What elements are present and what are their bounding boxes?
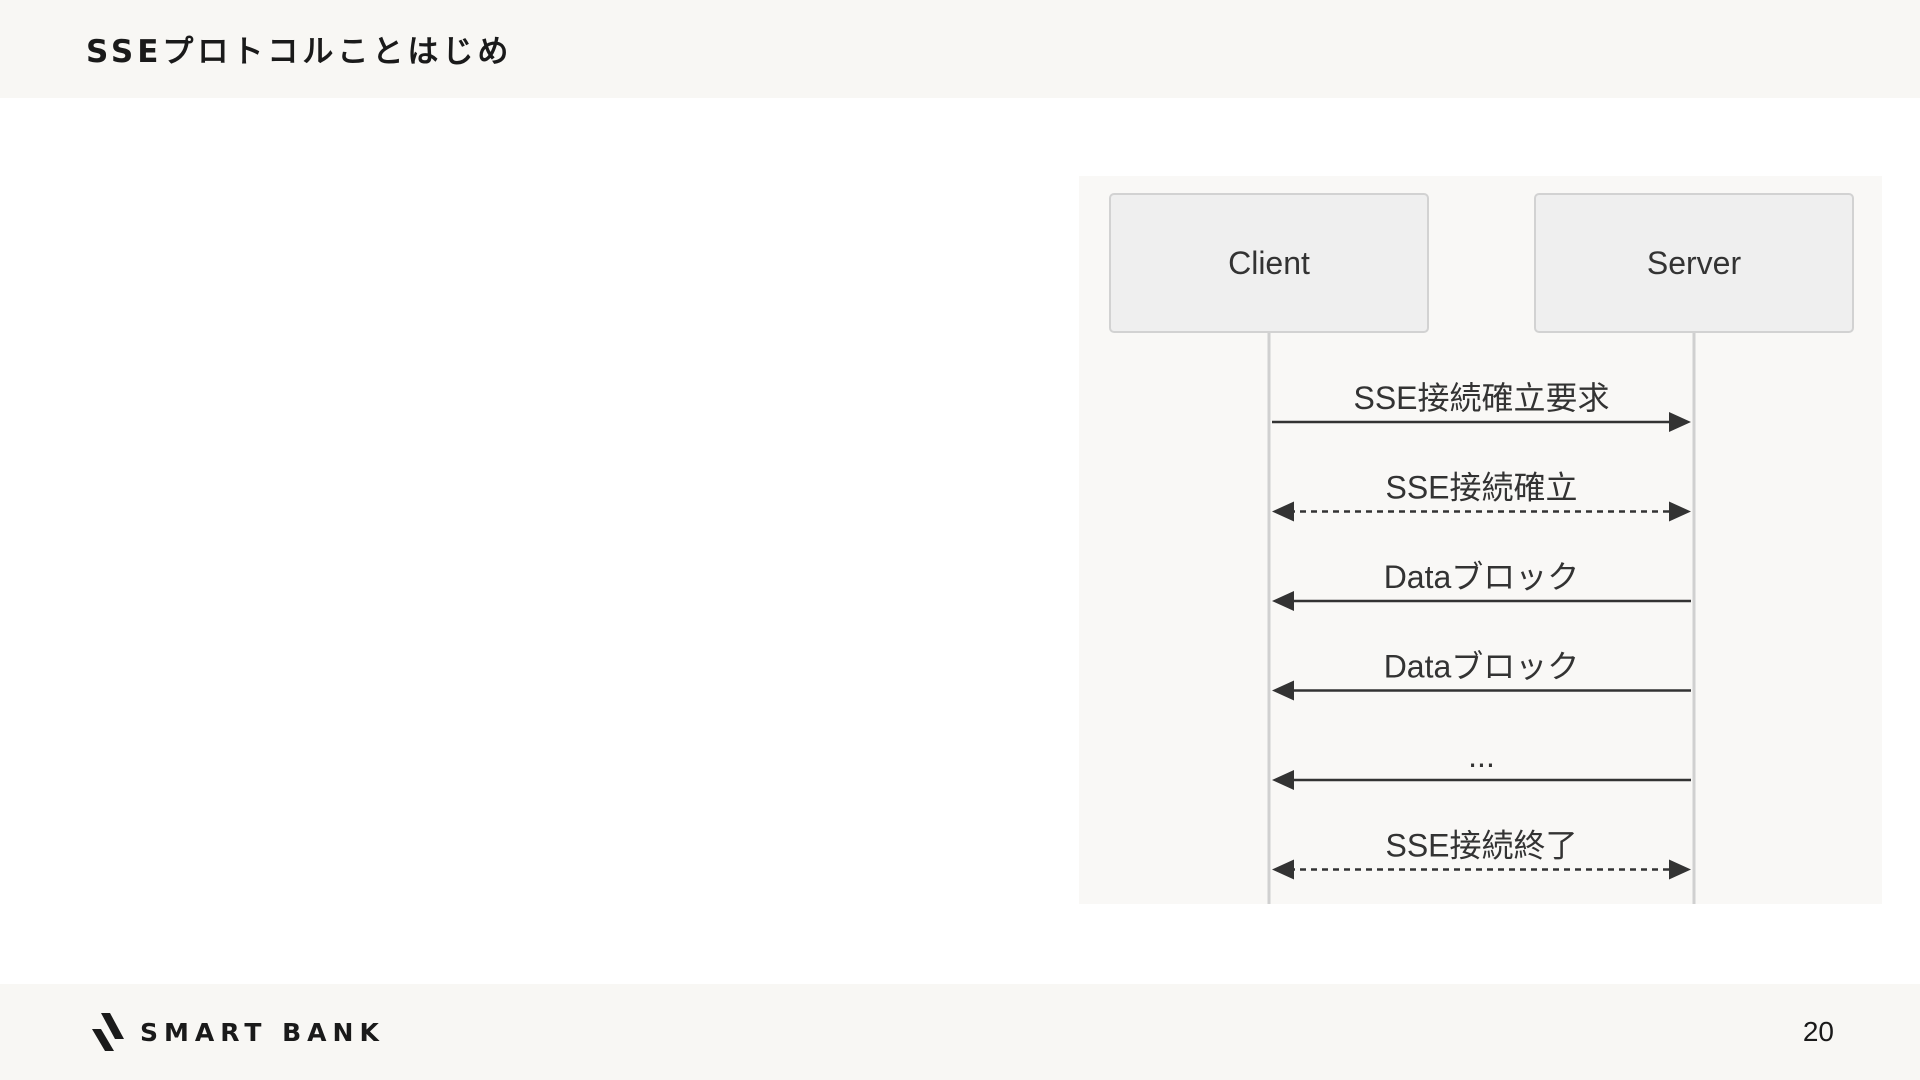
page-number: 20 — [1802, 1016, 1834, 1047]
lifelines-layer — [1267, 332, 1696, 904]
sequence-diagram: Client Server SSE接続確立要求 SSE接続確立 Dataブロック Dat… — [1079, 176, 1882, 904]
participant-label-client: Client — [1228, 245, 1310, 281]
participant-label-server: Server — [1647, 245, 1742, 281]
arrow-head-reverse-6 — [1669, 859, 1691, 880]
smartbank-logo-icon — [92, 1013, 124, 1051]
logo-text: SMART BANK — [140, 1017, 385, 1047]
message-label-2: SSE接続確立 — [1385, 470, 1577, 506]
arrow-head-5 — [1272, 770, 1294, 790]
message-label-4: Dataブロック — [1384, 649, 1580, 685]
message-label-5: ... — [1468, 738, 1495, 774]
header-bar: SSEプロトコルことはじめ — [0, 0, 1920, 98]
arrow-head-reverse-2 — [1669, 501, 1691, 522]
arrow-head-2 — [1272, 501, 1294, 522]
arrow-head-1 — [1669, 412, 1691, 432]
arrow-head-6 — [1272, 859, 1294, 880]
participant-box-client — [1109, 193, 1429, 333]
participants-layer: Client Server — [1109, 193, 1854, 333]
slide-title: SSEプロトコルことはじめ — [86, 34, 513, 70]
messages-layer: SSE接続確立要求 SSE接続確立 Dataブロック Dataブロック... SSE接続… — [1272, 380, 1691, 880]
arrow-head-4 — [1272, 680, 1294, 701]
sequence-diagram-canvas: Client Server SSE接続確立要求 SSE接続確立 Dataブロック Dat… — [1109, 193, 1854, 904]
message-label-1: SSE接続確立要求 — [1353, 380, 1609, 416]
company-logo: SMART BANK — [90, 1011, 385, 1053]
message-label-3: Dataブロック — [1384, 559, 1580, 595]
footer-bar — [0, 984, 1920, 1080]
message-label-6: SSE接続終了 — [1385, 828, 1577, 864]
arrow-head-3 — [1272, 591, 1294, 611]
participant-box-server — [1534, 193, 1854, 333]
